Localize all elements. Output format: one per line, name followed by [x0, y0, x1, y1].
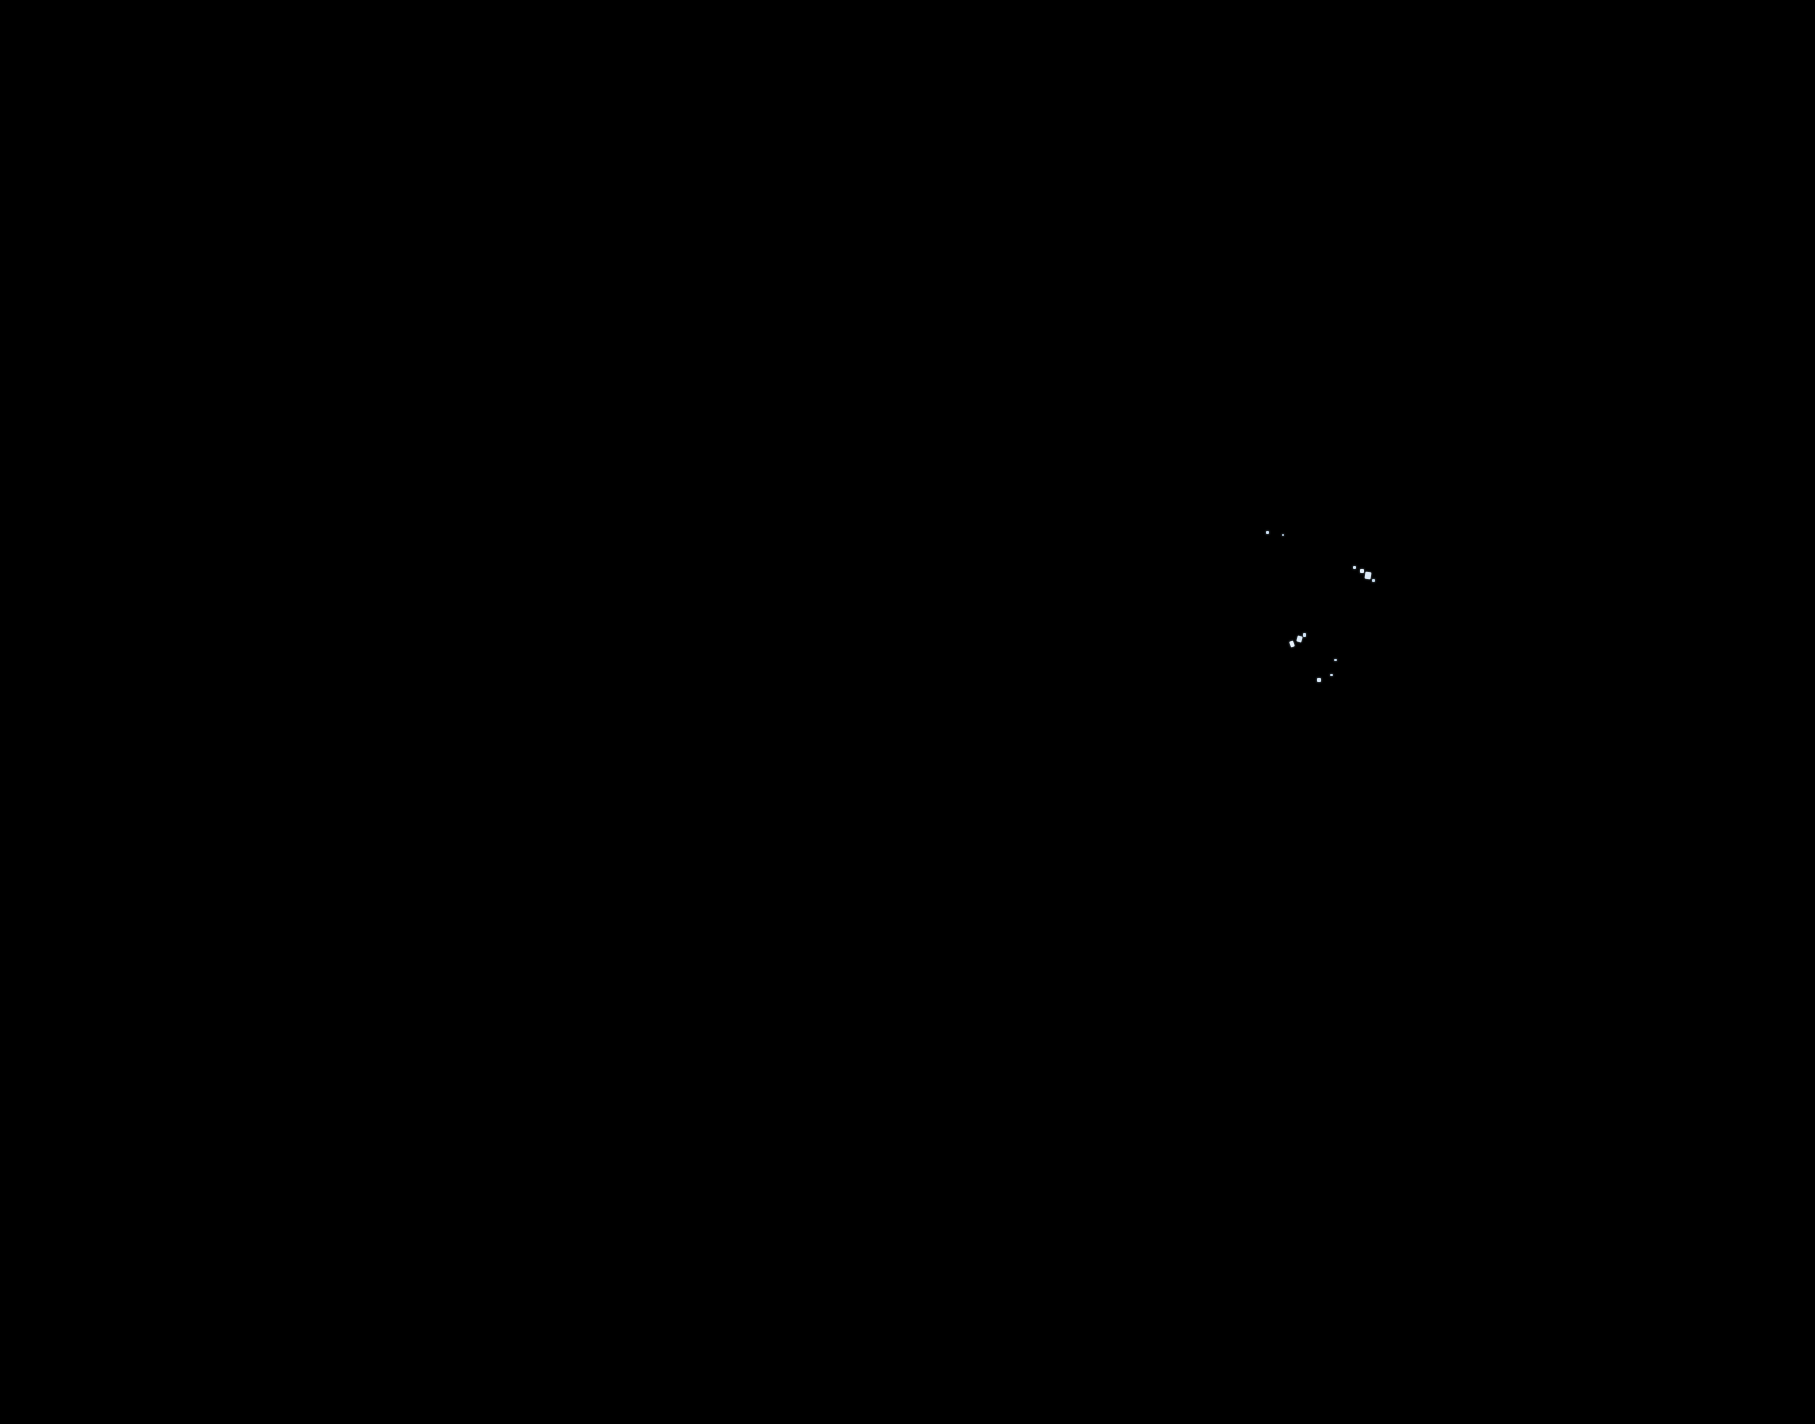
light-speck [1303, 633, 1306, 637]
light-speck [1266, 531, 1269, 534]
light-speck [1289, 640, 1295, 648]
light-speck [1317, 678, 1321, 682]
light-speck [1296, 635, 1303, 643]
light-speck [1282, 534, 1284, 536]
light-speck [1330, 674, 1333, 676]
light-speck [1353, 566, 1356, 569]
light-speck [1372, 579, 1375, 582]
light-speck [1364, 571, 1372, 580]
light-speck [1334, 659, 1337, 661]
light-speck [1360, 569, 1364, 573]
